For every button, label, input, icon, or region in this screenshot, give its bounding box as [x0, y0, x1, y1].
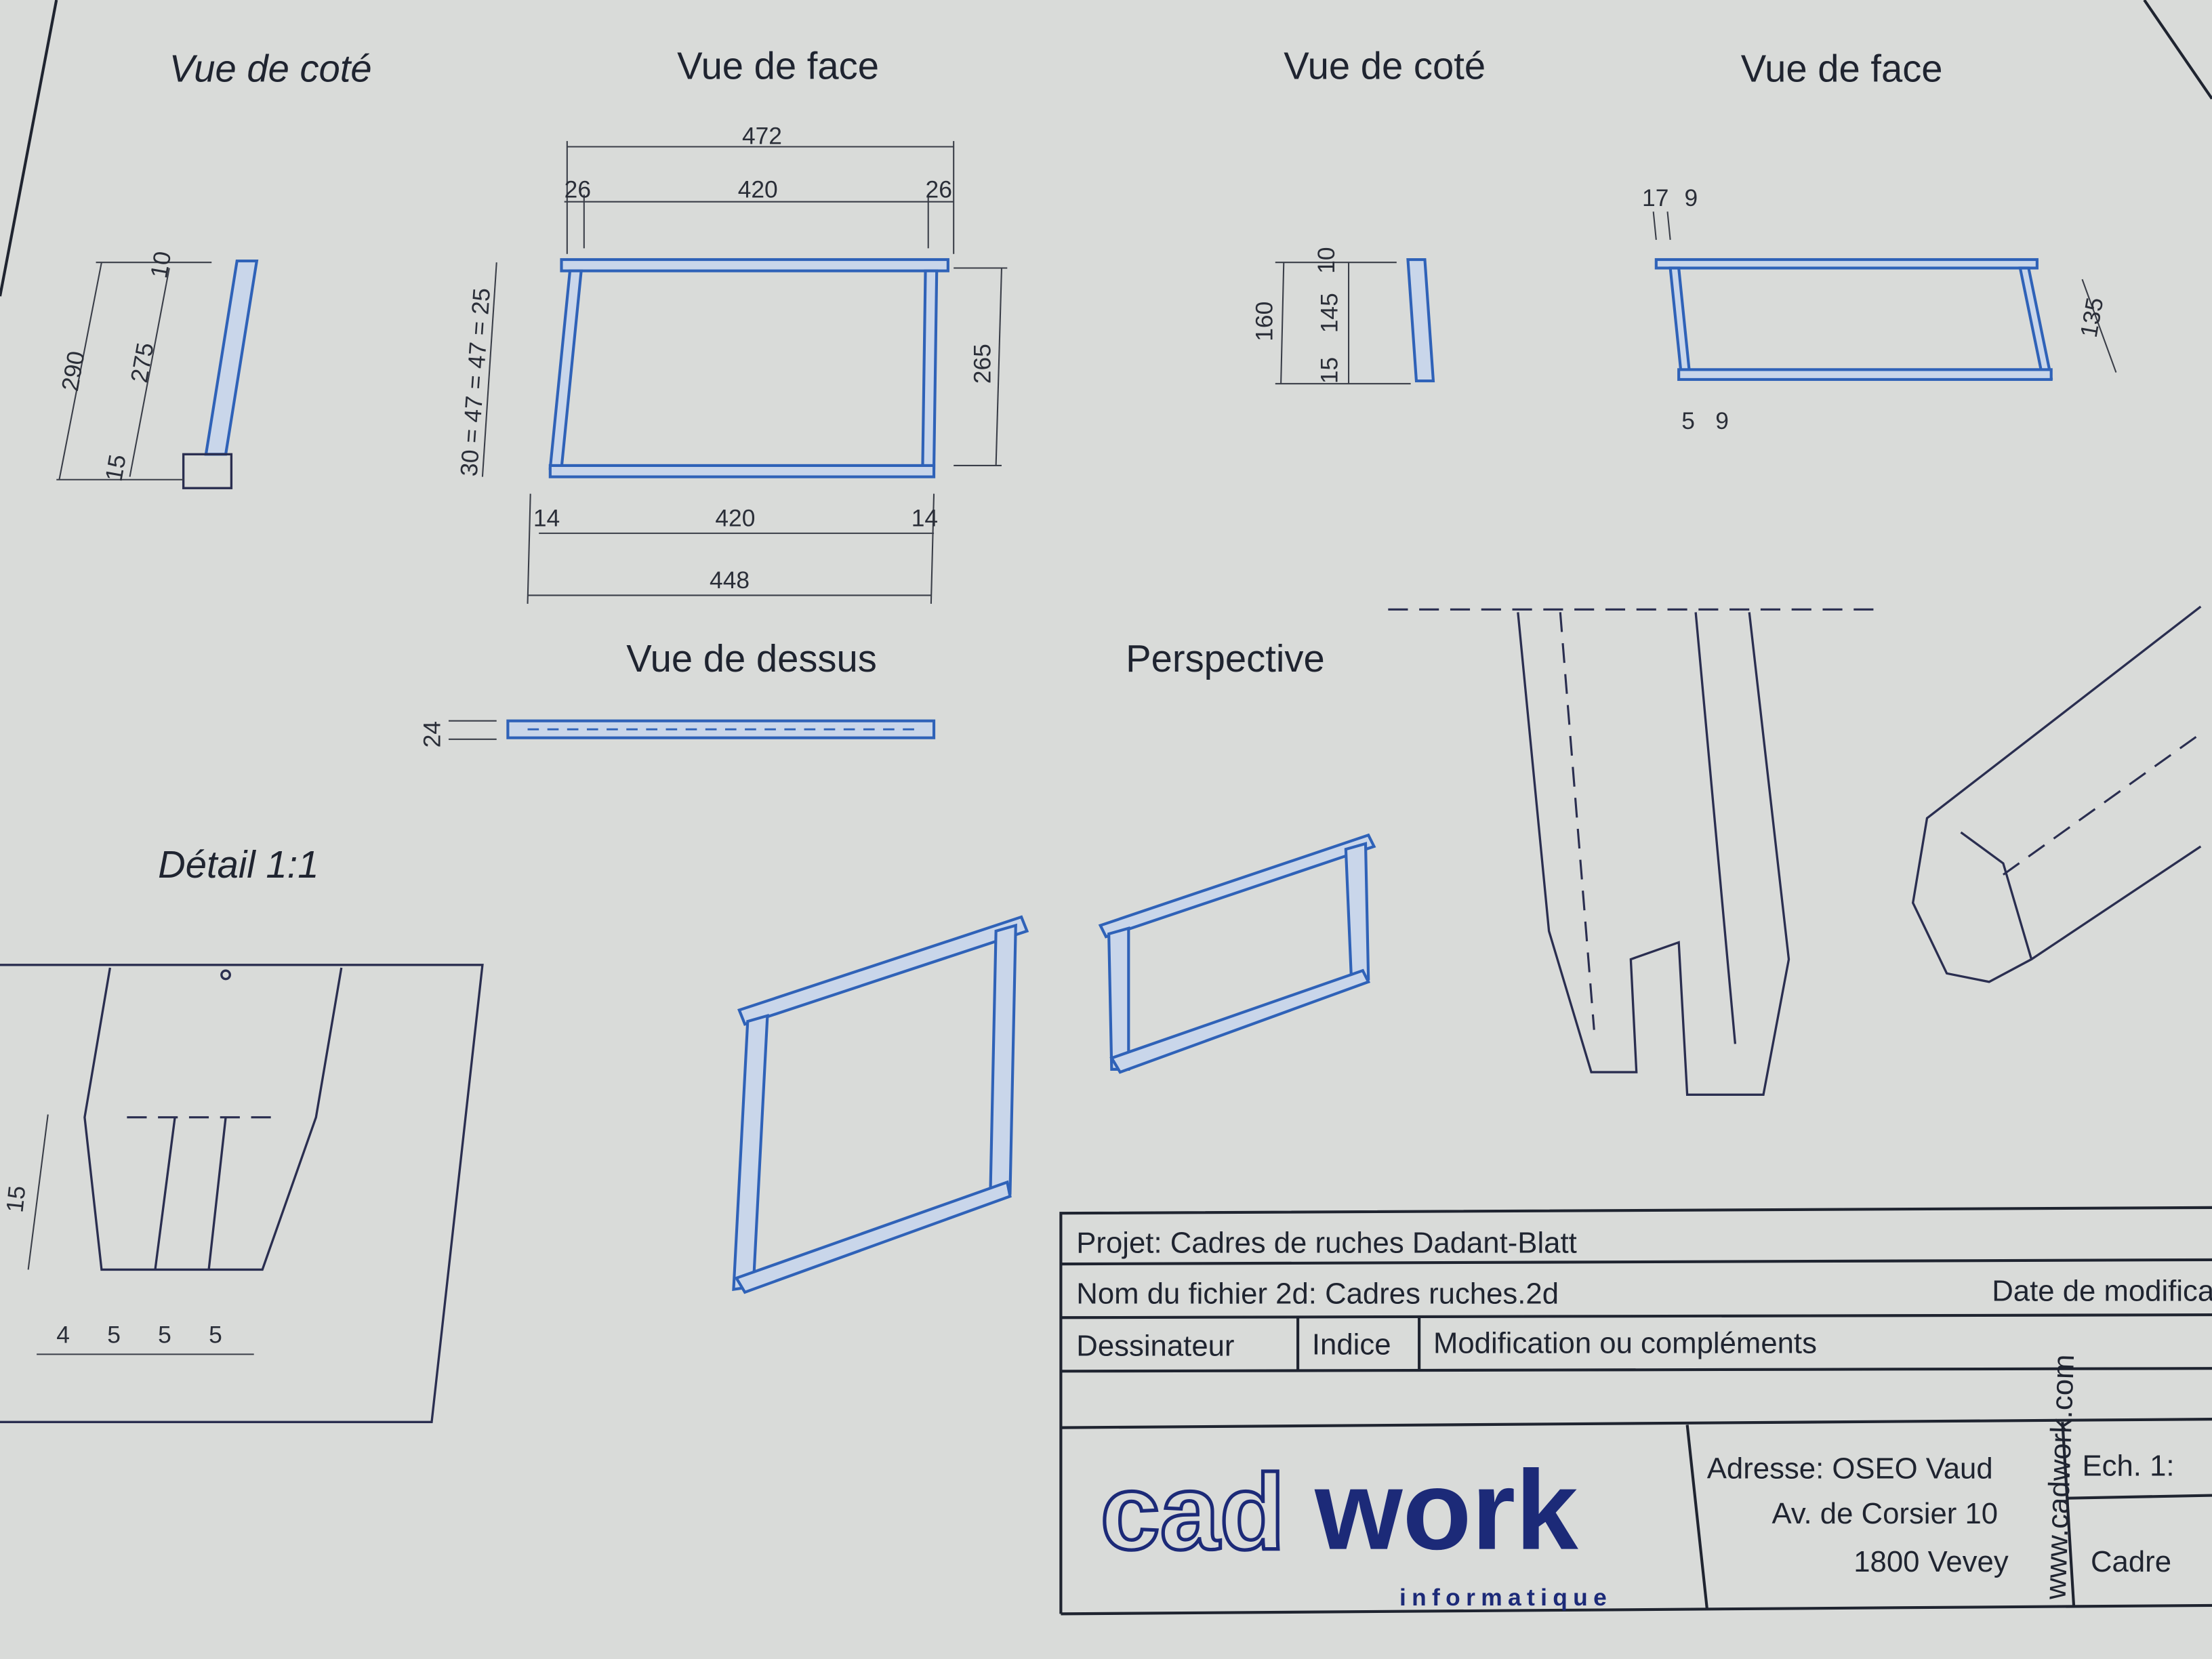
small-frame-left-bar	[1107, 926, 1130, 1071]
drafter-label: Dessinateur	[1076, 1329, 1234, 1362]
view-title: Vue de coté	[169, 47, 372, 90]
dim-label: 14	[533, 505, 560, 531]
small-frame-bottom-bar	[1109, 968, 1371, 1074]
dim-label: 15	[100, 453, 131, 484]
side-view-1: Vue de coté 10 290 275 15	[56, 47, 372, 489]
dim-label: 14	[912, 505, 938, 531]
side-view-2: Vue de coté 160 145 10 15	[1252, 45, 1486, 385]
dim-label: 10	[146, 249, 176, 281]
view-title: Vue de coté	[1284, 45, 1486, 87]
dim-label: 24	[419, 721, 445, 747]
top-view: Vue de dessus 24	[419, 637, 936, 747]
top-bar	[1654, 258, 2039, 270]
detail-bar-profile	[83, 967, 343, 1271]
detail-view: Détail 1:1 15 4 5 5 5	[0, 843, 484, 1423]
address-city: 1800 Vevey	[1853, 1545, 2009, 1578]
front-view-2: Vue de face 17 9 135 5 9	[1642, 47, 2117, 434]
bottom-bar	[1677, 368, 2053, 382]
large-frame-right-bar	[989, 923, 1017, 1198]
bottom-bar	[548, 464, 936, 478]
bar-end-detail	[1517, 612, 1790, 1097]
small-frame-right-bar	[1344, 842, 1370, 984]
dim-label: 145	[1316, 293, 1343, 333]
modification-label: Modification ou compléments	[1433, 1326, 1817, 1359]
sheet-border-left	[0, 0, 58, 297]
dim-label: 5	[158, 1322, 171, 1349]
dim-label: 26	[565, 176, 591, 203]
enlarged-detail-sketches	[1388, 605, 2202, 1097]
dim-label: 160	[1252, 302, 1278, 342]
dim-label: 5	[107, 1322, 121, 1349]
view-title: Vue de face	[677, 45, 879, 87]
perspective-views: Perspective	[732, 637, 1376, 1294]
dim-label: 15	[1316, 357, 1343, 384]
dim-label: 448	[710, 567, 750, 594]
view-title: Détail 1:1	[158, 843, 319, 886]
logo-work: work	[1314, 1448, 1578, 1574]
cadwork-logo: cad work informatique	[1099, 1448, 1612, 1611]
address-label: Adresse: OSEO Vaud	[1707, 1452, 1993, 1486]
top-bar	[560, 258, 949, 272]
detail-frame	[0, 964, 484, 1423]
dim-label: 15	[1, 1185, 30, 1214]
dim-label: 4	[56, 1322, 70, 1349]
sheet-border-right	[2143, 0, 2212, 100]
dim-label: 10	[1313, 247, 1340, 273]
dim-label: 265	[969, 344, 996, 384]
logo-sub: informatique	[1399, 1584, 1612, 1611]
view-title: Vue de dessus	[626, 637, 877, 680]
scale-label: Ech. 1:	[2082, 1449, 2174, 1482]
dim-label: 9	[1715, 408, 1729, 434]
front-view-1: Vue de face 472 420 26 26 265 30 = 47 = …	[456, 45, 1008, 604]
dim-label: 17	[1642, 185, 1668, 211]
dim-label: 472	[742, 123, 782, 149]
index-label: Indice	[1312, 1328, 1391, 1361]
large-frame-bottom-bar	[734, 1180, 1012, 1294]
dim-label: 5	[1681, 408, 1695, 434]
filename-label: Nom du fichier 2d: Cadres ruches.2d	[1076, 1277, 1559, 1310]
bottom-bar-section	[182, 453, 233, 489]
project-label: Projet: Cadres de ruches Dadant-Blatt	[1076, 1226, 1576, 1259]
top-bar-plan	[506, 719, 936, 739]
address-street: Av. de Corsier 10	[1772, 1497, 1999, 1530]
small-frame-top-bar	[1098, 833, 1376, 939]
drawing-title: Cadre	[2091, 1545, 2171, 1578]
date-modified-label: Date de modifica	[1992, 1274, 2212, 1307]
side-bar	[1406, 258, 1435, 383]
right-side-bar	[921, 269, 939, 470]
large-frame-top-bar	[737, 915, 1029, 1026]
dim-label: 5	[209, 1322, 222, 1349]
view-title: Perspective	[1126, 637, 1325, 680]
logo-cad: cad	[1101, 1452, 1286, 1572]
view-title: Vue de face	[1741, 47, 1943, 90]
dim-label: 420	[715, 505, 755, 531]
title-block: Projet: Cadres de ruches Dadant-Blatt No…	[1059, 1206, 2212, 1616]
dim-label: 420	[738, 176, 778, 203]
dim-label: 9	[1684, 185, 1698, 211]
dim-label: 26	[926, 176, 952, 203]
